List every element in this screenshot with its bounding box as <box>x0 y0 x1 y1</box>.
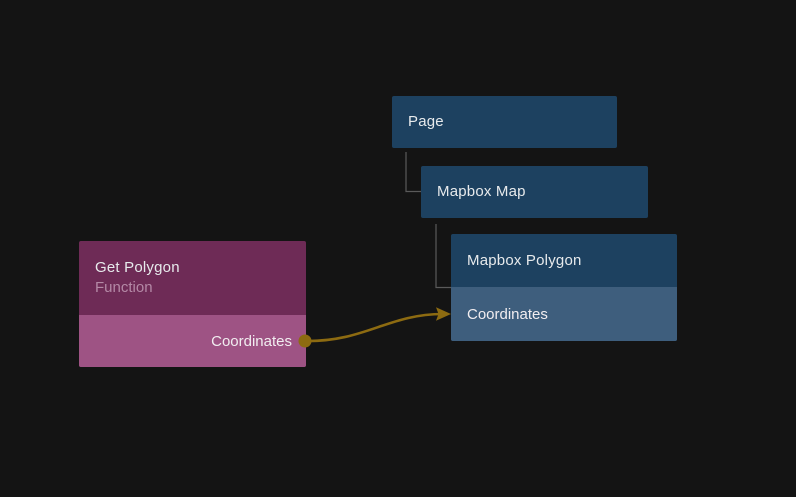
node-mapbox-map[interactable]: Mapbox Map <box>421 166 648 218</box>
port-coordinates-input[interactable]: Coordinates <box>451 287 677 341</box>
node-get-polygon-title: Get Polygon <box>95 259 180 276</box>
node-get-polygon-header: Get Polygon Function <box>79 241 306 315</box>
node-mapbox-polygon-header: Mapbox Polygon <box>451 234 677 287</box>
node-mapbox-polygon[interactable]: Mapbox Polygon Coordinates <box>451 234 677 341</box>
node-get-polygon[interactable]: Get Polygon Function Coordinates <box>79 241 306 367</box>
node-get-polygon-subtitle: Function <box>95 279 153 296</box>
tree-connector-page-to-mapbox-map <box>405 152 421 193</box>
port-coordinates-input-label: Coordinates <box>467 305 548 323</box>
port-coordinates-output-label: Coordinates <box>211 332 292 350</box>
node-mapbox-map-header: Mapbox Map <box>421 166 648 218</box>
node-page-title: Page <box>408 113 444 130</box>
tree-connector-mapboxmap-to-polygon <box>435 224 451 289</box>
node-mapbox-map-title: Mapbox Map <box>437 183 526 200</box>
node-page[interactable]: Page <box>392 96 617 148</box>
port-coordinates-output[interactable]: Coordinates <box>79 315 306 367</box>
connection-cable-path[interactable] <box>303 312 445 343</box>
node-mapbox-polygon-title: Mapbox Polygon <box>467 251 582 269</box>
connection-cable-getpolygon-to-mapboxpolygon[interactable] <box>298 307 452 348</box>
node-page-header: Page <box>392 96 617 148</box>
